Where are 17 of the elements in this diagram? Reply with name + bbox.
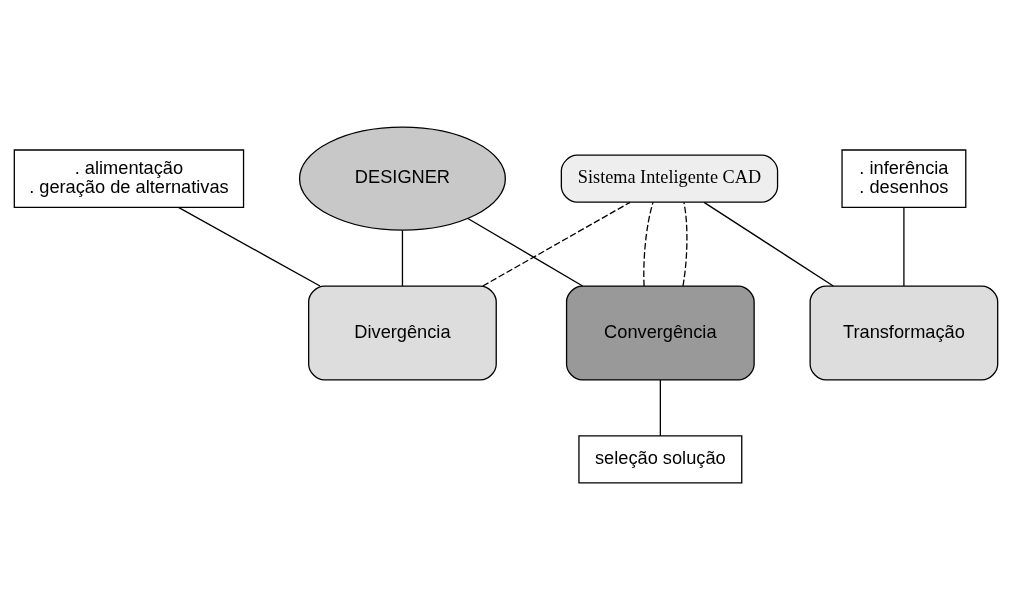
- node-ellipse: DESIGNER: [298, 126, 506, 231]
- connector: [643, 201, 654, 287]
- connector: [703, 201, 834, 287]
- node-box: . inferência . desenhos: [841, 148, 967, 208]
- connector: [659, 378, 661, 436]
- node-box: Convergência: [565, 284, 755, 381]
- connector: [482, 201, 631, 287]
- connector: [903, 206, 905, 287]
- connector: [177, 206, 321, 287]
- connector: [401, 229, 404, 287]
- node-box: Divergência: [308, 284, 497, 381]
- node-box: . alimentação . geração de alternativas: [13, 148, 245, 208]
- node-box: Transformação: [809, 284, 999, 381]
- node-box: Sistema Inteligente CAD: [560, 154, 779, 203]
- node-box: seleção solução: [578, 434, 743, 483]
- connector: [682, 201, 688, 287]
- connector: [467, 217, 584, 287]
